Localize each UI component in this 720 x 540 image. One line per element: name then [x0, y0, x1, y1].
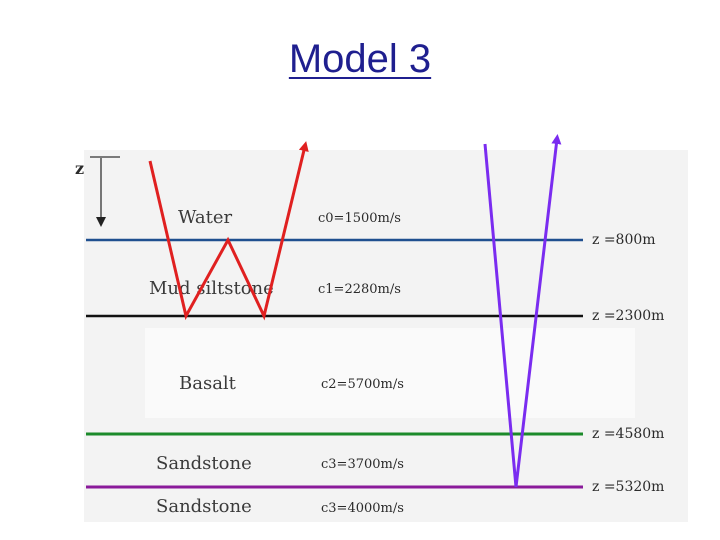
layer-4-velocity: c3=3700m/s [321, 457, 404, 472]
z-axis-label: z [75, 159, 84, 178]
layer-5-name: Sandstone [156, 496, 252, 517]
page-title: Model 3 [0, 33, 720, 85]
layer-1-name: Water [178, 207, 233, 228]
purple-ray-path [483, 134, 562, 488]
red-ray-path [148, 141, 309, 321]
interface-2-depth: z =2300m [592, 308, 664, 324]
layer-3-name: Basalt [179, 373, 237, 394]
layer-2-velocity: c1=2280m/s [318, 282, 401, 297]
interface-4-depth: z =5320m [592, 479, 664, 495]
interface-1-depth: z =800m [592, 232, 656, 248]
diagram-panel-white-band [145, 328, 635, 418]
layer-1-velocity: c0=1500m/s [318, 211, 401, 226]
layer-3-velocity: c2=5700m/s [321, 377, 404, 392]
page-title-text: Model 3 [288, 37, 432, 81]
interface-3-depth: z =4580m [592, 426, 664, 442]
layer-4-name: Sandstone [156, 453, 252, 474]
layer-5-velocity: c3=4000m/s [321, 501, 404, 516]
